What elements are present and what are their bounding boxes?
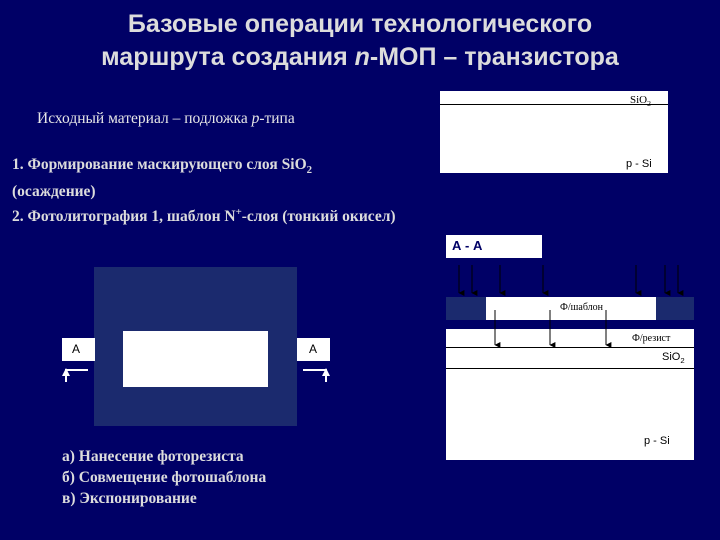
- cross-si-label: p - Si: [644, 435, 670, 447]
- page-title: Базовые операции технологического маршру…: [0, 8, 720, 74]
- top-view-window: [123, 331, 268, 387]
- section-marker-left: А: [72, 342, 81, 356]
- section-marker-right: А: [309, 342, 318, 356]
- steps-list: 1. Формирование маскирующего слоя SiO2 (…: [12, 154, 396, 227]
- resist-oxide-boundary: [446, 347, 694, 348]
- source-material-text: Исходный материал – подложка p-типа: [37, 110, 295, 127]
- substep-a: а) Нанесение фоторезиста: [62, 448, 244, 465]
- oxide-boundary: [440, 104, 668, 105]
- section-label-box: А - А: [446, 235, 542, 258]
- photomask-template: Ф/шаблон: [446, 297, 694, 320]
- mask-opaque-left: [446, 297, 486, 320]
- section-marker-right-box: А: [297, 338, 330, 361]
- section-label: А - А: [452, 238, 483, 253]
- substrate-box: SiO2 p - Si: [440, 91, 668, 173]
- substep-b: б) Совмещение фотошаблона: [62, 469, 267, 486]
- cross-oxide-label: SiO2: [662, 351, 685, 366]
- top-view-mask: [94, 267, 297, 426]
- substep-c: в) Экспонирование: [62, 490, 197, 507]
- title-line-2: маршрута создания n-МОП – транзистора: [101, 43, 619, 71]
- section-marker-left-box: А: [62, 338, 95, 361]
- title-line-1: Базовые операции технологического: [127, 10, 593, 38]
- oxide-label: SiO2: [630, 94, 651, 109]
- resist-label: Ф/резист: [632, 333, 671, 344]
- mask-opaque-right: [656, 297, 694, 320]
- wafer-cross-section: Ф/резист SiO2 p - Si: [446, 329, 694, 460]
- section-cut-right-tip: [322, 368, 330, 376]
- step-1: 1. Формирование маскирующего слоя SiO2: [12, 156, 313, 177]
- section-cut-left-tip: [62, 368, 70, 376]
- step-1-note: (осаждение): [12, 183, 96, 201]
- oxide-si-boundary: [446, 368, 694, 369]
- substrate-si-label: p - Si: [626, 158, 652, 170]
- template-label: Ф/шаблон: [560, 302, 603, 313]
- substeps-list: а) Нанесение фоторезиста б) Совмещение ф…: [62, 446, 266, 509]
- step-2: 2. Фотолитография 1, шаблон N+-слоя (тон…: [12, 206, 396, 226]
